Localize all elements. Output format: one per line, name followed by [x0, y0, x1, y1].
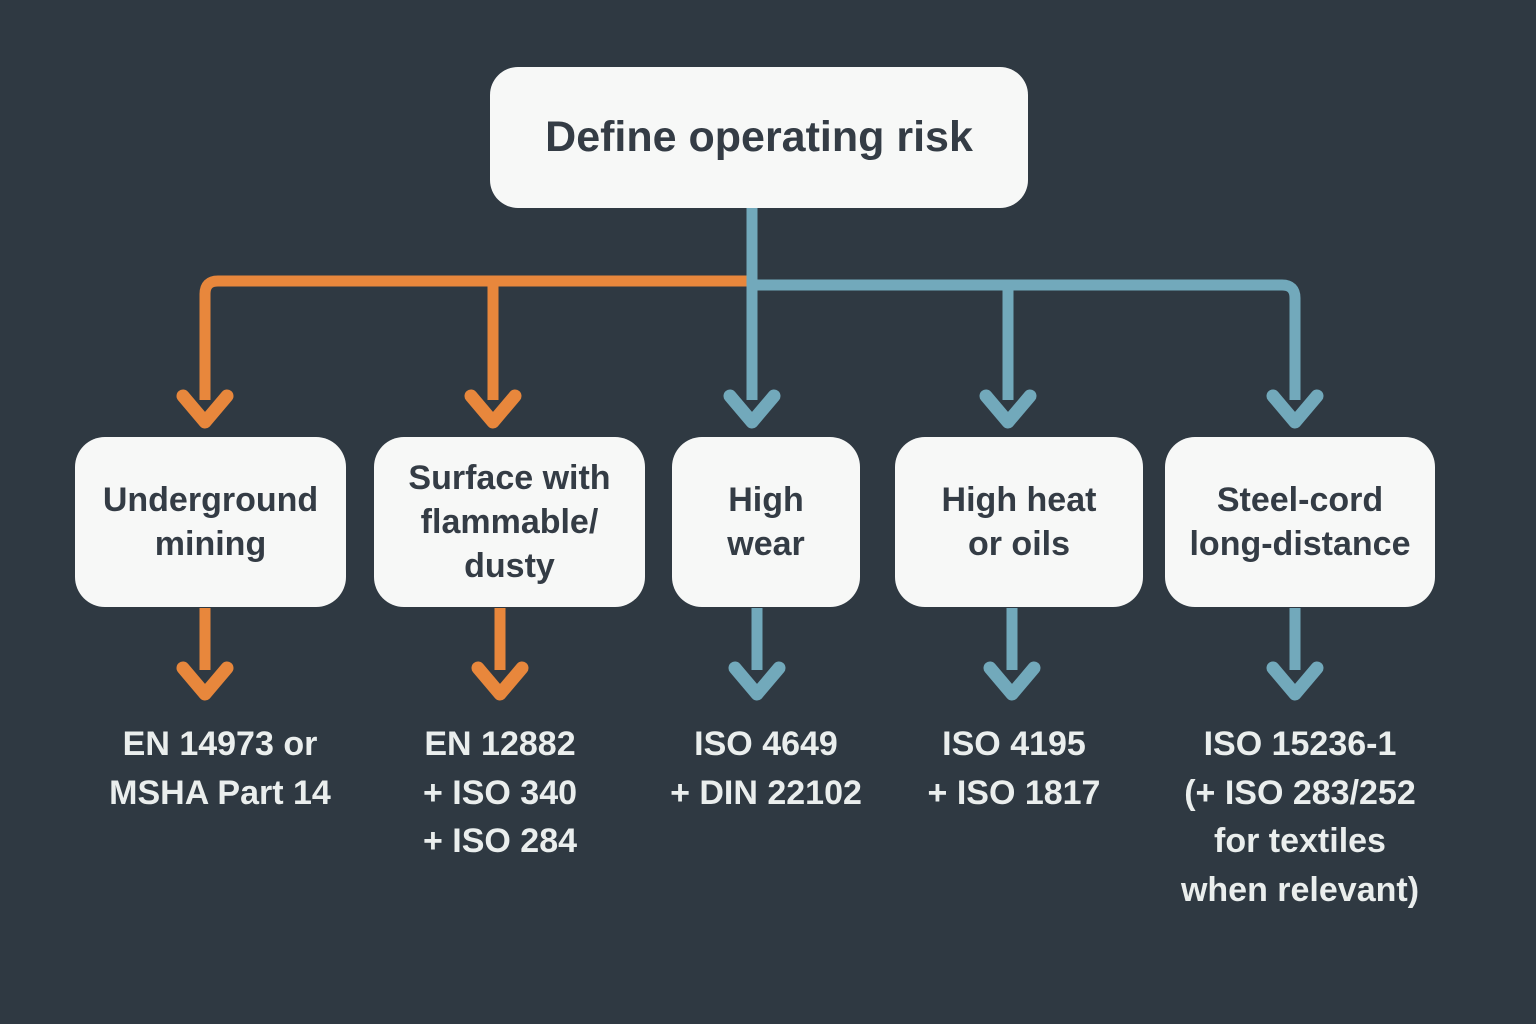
arrowhead-high-wear	[723, 389, 781, 429]
arrowhead-highheat-standards	[983, 661, 1041, 701]
standards-label-surface-flammable: EN 12882 + ISO 340 + ISO 284	[422, 725, 578, 861]
node-steel-cord-long-distance: Steel-cord long-distance	[1165, 437, 1435, 607]
node-surface-flammable-dusty: Surface with flammable/ dusty	[374, 437, 645, 607]
arrowhead-highwear-standards	[728, 661, 786, 701]
node-high-heat-or-oils-label: High heat or oils	[941, 480, 1097, 563]
node-steel-cord-long-distance-label: Steel-cord long-distance	[1189, 480, 1411, 563]
node-define-operating-risk: Define operating risk	[490, 67, 1028, 208]
arrowhead-steelcord-standards	[1266, 661, 1324, 701]
node-high-wear-label: High wear	[727, 480, 805, 563]
standards-label-steel-cord: ISO 15236-1 (+ ISO 283/252 for textiles …	[1180, 725, 1420, 909]
node-surface-flammable-dusty-label: Surface with flammable/ dusty	[408, 458, 611, 586]
node-underground-mining-label: Underground mining	[102, 480, 319, 563]
arrowhead-high-heat	[979, 389, 1037, 429]
connector-teal-trunk	[752, 279, 1301, 400]
node-high-heat-or-oils: High heat or oils	[895, 437, 1143, 607]
standards-label-high-heat: ISO 4195 + ISO 1817	[927, 725, 1101, 812]
arrowhead-surface-flammable	[464, 389, 522, 429]
arrowhead-steel-cord	[1266, 389, 1324, 429]
standards-label-underground-mining: EN 14973 or MSHA Part 14	[109, 725, 331, 812]
arrowhead-surface-standards	[471, 661, 529, 701]
node-define-operating-risk-label: Define operating risk	[545, 112, 973, 161]
connector-orange-trunk	[199, 275, 752, 400]
arrowhead-underground-standards	[176, 661, 234, 701]
node-high-wear: High wear	[672, 437, 860, 607]
standards-label-high-wear: ISO 4649 + DIN 22102	[670, 725, 862, 812]
arrowhead-underground-mining	[176, 389, 234, 429]
node-underground-mining: Underground mining	[75, 437, 346, 607]
